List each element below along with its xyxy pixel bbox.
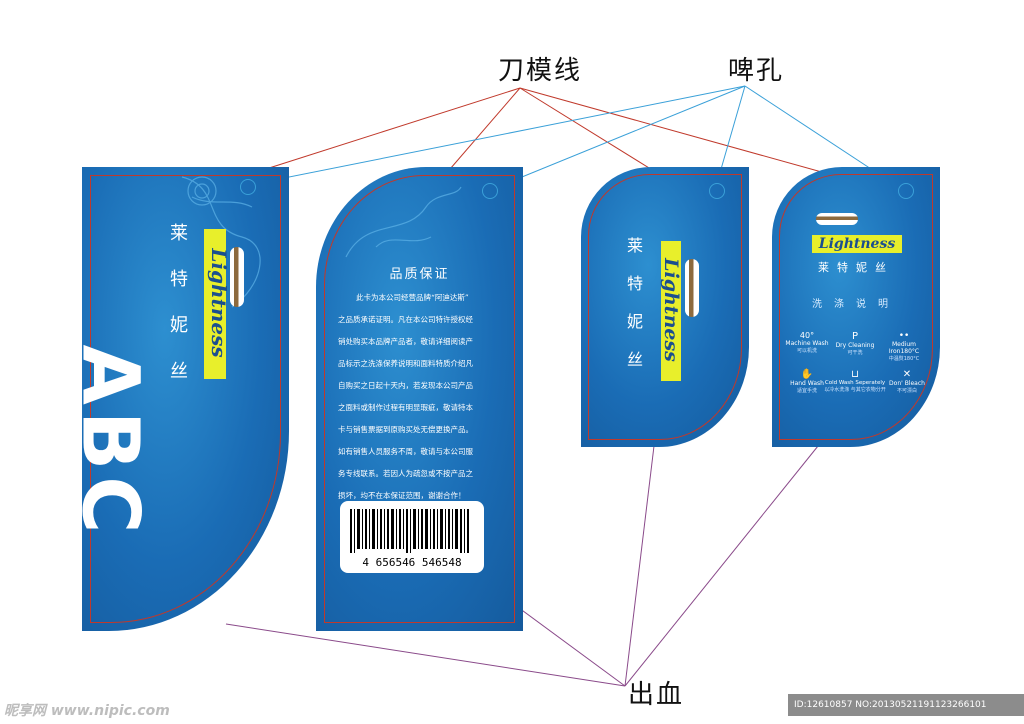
punch-hole — [482, 183, 498, 199]
machine-wash-icon: 40° — [799, 331, 815, 340]
die-line-leader — [243, 87, 521, 177]
care-label: Dry Cleaning — [835, 342, 875, 349]
guarantee-text: 此卡为本公司经营品牌“阿迪达斯” 之品质承诺证明。凡在本公司特许授权经 销处购买… — [338, 287, 498, 507]
care-item-no-bleach: ✕ Don' Bleach 不可漂白 — [884, 369, 930, 394]
guarantee-line: 损坏，均不在本保证范围，谢谢合作！ — [338, 491, 466, 500]
barcode-number: 4 656546 546548 — [362, 556, 462, 569]
care-label: Medium Iron180°C — [888, 341, 920, 355]
bleed-callout: 出血 — [628, 680, 685, 710]
punch-hole — [709, 183, 725, 199]
hole-leader — [489, 85, 746, 191]
care-sub-label: 不可漂白 — [896, 388, 917, 394]
hang-tag-2: 品质保证 此卡为本公司经营品牌“阿迪达斯” 之品质承诺证明。凡在本公司特许授权经… — [316, 167, 523, 631]
punch-hole — [240, 179, 256, 195]
hole-callout: 啤孔 — [728, 56, 785, 86]
hole-leader — [243, 85, 746, 187]
watermark-id-bar: ID:12610857 NO:20130521191123266101 — [788, 694, 1024, 716]
brand-chinese-name: 莱特妮丝 — [818, 261, 894, 274]
floral-ornament — [181, 176, 261, 308]
die-line-callout: 刀模线 — [498, 56, 583, 86]
logo-swoosh-icon — [230, 247, 244, 307]
logo-swoosh-icon — [816, 213, 858, 225]
bleed-leader — [624, 445, 819, 687]
barcode-bars — [350, 509, 469, 553]
watermark-site-logo: 昵享网 www.nipic.com — [4, 703, 170, 719]
guarantee-line: 之品质承诺证明。凡在本公司特许授权经 — [338, 315, 473, 324]
lightness-logo: Lightness — [812, 235, 902, 253]
logo-text: Lightness — [207, 248, 231, 358]
care-item-dry-cleaning: P Dry Cleaning 可干洗 — [832, 331, 878, 356]
care-sub-label: 可以机洗 — [796, 348, 817, 354]
hand-wash-icon: ✋ — [800, 369, 814, 380]
care-sub-label: 以冷水洗涤 与其它衣物分开 — [824, 387, 886, 393]
die-line-leader — [443, 87, 521, 177]
care-label: Machine Wash — [785, 340, 829, 347]
dry-cleaning-icon: P — [851, 331, 859, 342]
care-instructions-title: 洗涤说明 — [812, 299, 900, 310]
logo-text: Lightness — [818, 236, 896, 252]
guarantee-line: 卡与销售票据到原购买处无偿更换产品。 — [338, 425, 473, 434]
cold-wash-icon: ⊔ — [851, 369, 859, 380]
no-bleach-icon: ✕ — [902, 369, 912, 380]
guarantee-line: 务专线联系。若因人为疏忽或不按产品之 — [338, 469, 473, 478]
care-item-cold-wash: ⊔ Cold Wash Seperately 以冷水洗涤 与其它衣物分开 — [824, 369, 886, 393]
bleed-leader — [225, 623, 626, 687]
guarantee-line: 如有销售人员服务不周，敬请与本公司服 — [338, 447, 473, 456]
guarantee-line: 此卡为本公司经营品牌“阿迪达斯” — [356, 293, 469, 302]
guarantee-line: 之面料或制作过程有明显瑕疵，敬请特本 — [338, 403, 473, 412]
brand-chinese-name: 莱特妮丝 — [167, 223, 188, 407]
iron-icon: •• — [898, 331, 910, 341]
large-abc-text: ABC — [82, 344, 155, 540]
guarantee-line: 自购买之日起十天内，若发现本公司产品 — [338, 381, 473, 390]
punch-hole — [898, 183, 914, 199]
logo-text: Lightness — [660, 258, 682, 362]
lightness-logo: Lightness — [204, 229, 231, 379]
care-label: Cold Wash Seperately — [824, 380, 886, 386]
care-item-hand-wash: ✋ Hand Wash 适宜手洗 — [784, 369, 830, 394]
hang-tag-3: 莱特妮丝 Lightness — [581, 167, 749, 447]
care-item-iron: •• Medium Iron180°C 中温熨180°C — [878, 331, 930, 362]
care-label: Don' Bleach — [889, 380, 925, 387]
logo-swoosh-icon — [685, 259, 699, 317]
die-line-leader — [519, 87, 663, 177]
floral-ornament — [345, 186, 462, 258]
barcode: 4 656546 546548 — [340, 501, 484, 573]
lightness-logo: Lightness — [660, 241, 682, 381]
bleed-leader — [624, 445, 655, 687]
care-sub-label: 中温熨180°C — [888, 356, 920, 362]
hang-tag-4: Lightness 莱特妮丝 洗涤说明 40° Machine Wash 可以机… — [772, 167, 940, 447]
care-sub-label: 可干洗 — [847, 350, 863, 356]
care-item-machine-wash: 40° Machine Wash 可以机洗 — [784, 331, 830, 354]
care-label: Hand Wash — [790, 380, 824, 387]
guarantee-line: 品标示之洗涤保养说明和面料特质介绍凡 — [338, 359, 473, 368]
die-line-leader — [519, 87, 837, 177]
quality-guarantee-heading: 品质保证 — [389, 267, 450, 282]
care-sub-label: 适宜手洗 — [796, 388, 817, 394]
guarantee-line: 销处购买本品牌产品者，敬请详细阅读产 — [338, 337, 473, 346]
brand-chinese-name: 莱特妮丝 — [624, 237, 643, 389]
watermark-id-text: ID:12610857 NO:20130521191123266101 — [794, 700, 987, 710]
